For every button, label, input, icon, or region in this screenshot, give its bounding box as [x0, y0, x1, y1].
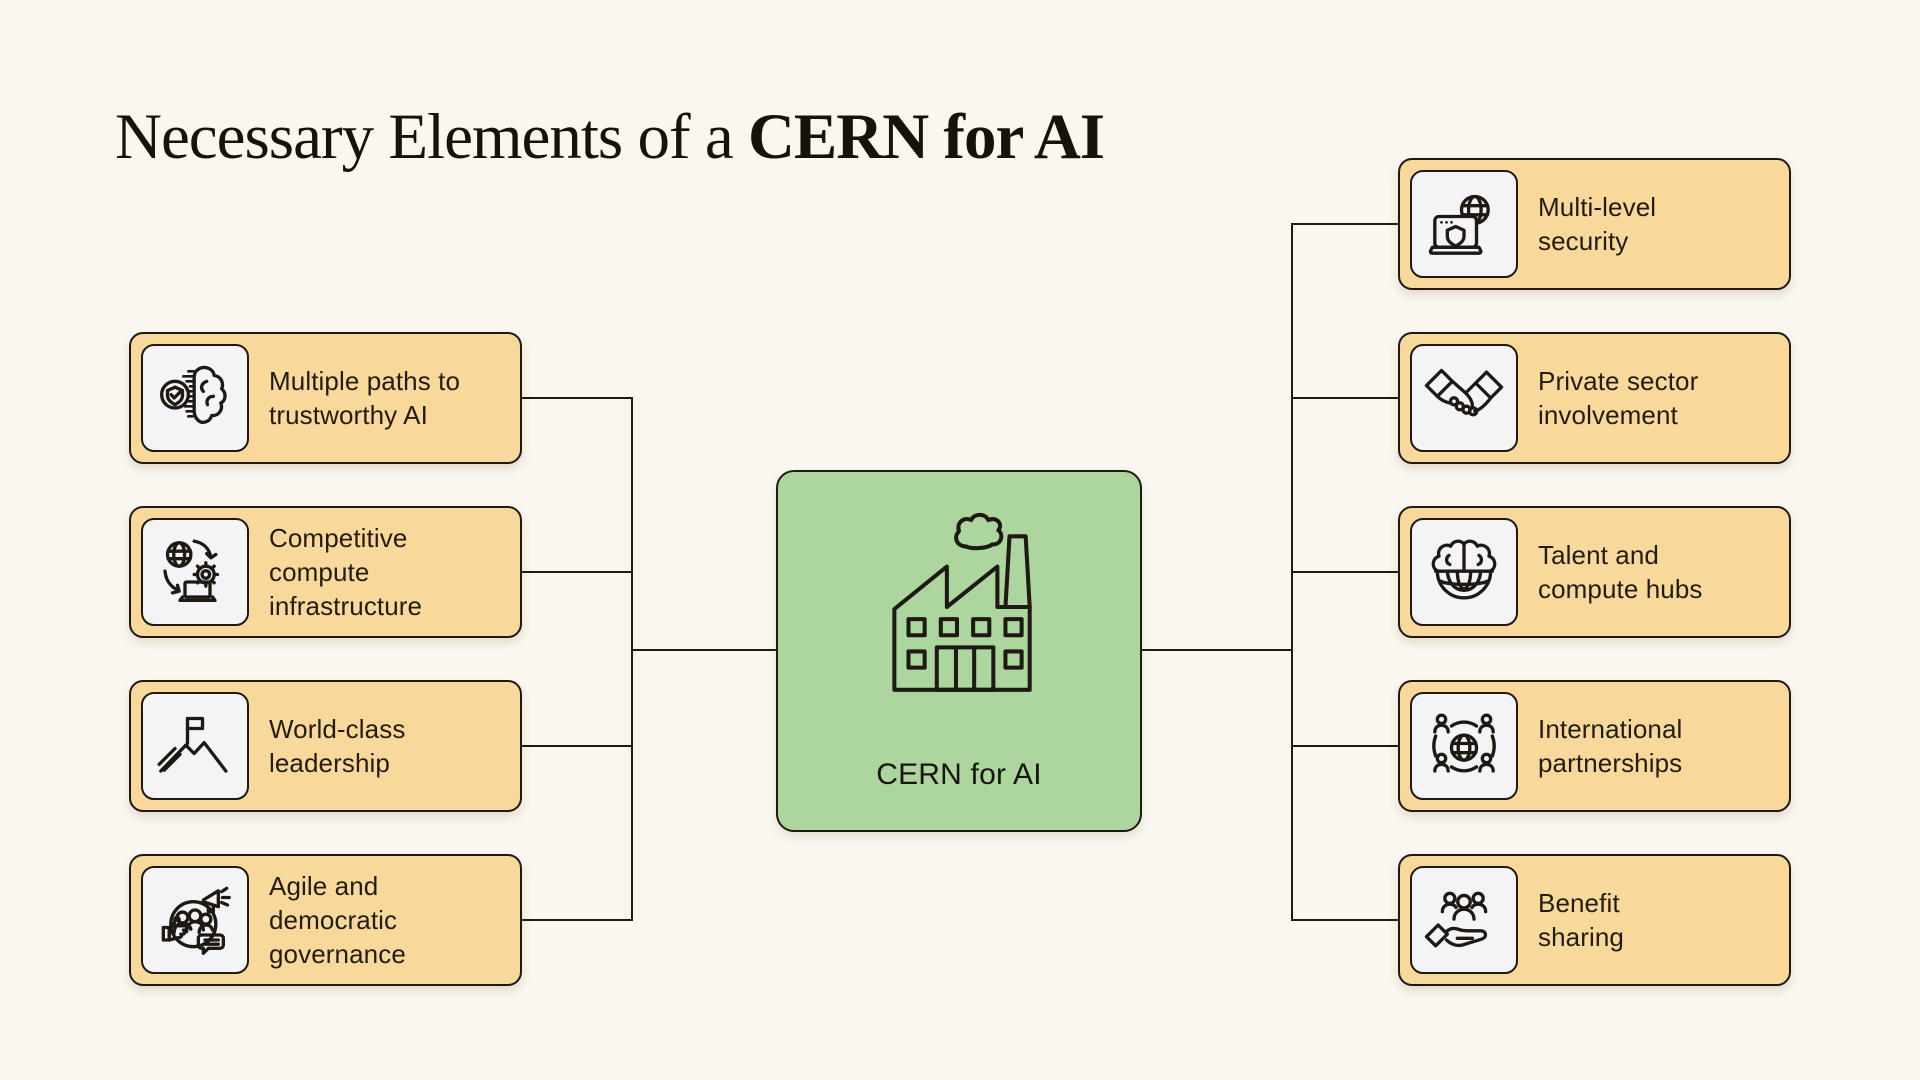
element-label: Competitive compute infrastructure: [269, 523, 423, 621]
connector-line: [1291, 223, 1293, 921]
element-card: Multi-level security: [1398, 158, 1791, 290]
element-card: Private sector involvement: [1398, 332, 1791, 464]
element-card: Multiple paths to trustworthy AI: [129, 332, 522, 464]
element-label: Private sector involvement: [1538, 366, 1699, 430]
connector-line: [521, 745, 633, 747]
element-card: Talent and compute hubs: [1398, 506, 1791, 638]
title-regular: Necessary Elements of a: [115, 101, 734, 173]
element-label: Benefit sharing: [1538, 888, 1624, 952]
element-label: World-class leadership: [269, 714, 406, 778]
globe-gear-laptop-icon: [155, 532, 235, 612]
brain-globe-icon: [1424, 532, 1504, 612]
connector-line: [1291, 745, 1398, 747]
element-icon-tile: [1410, 344, 1518, 452]
connector-line: [1291, 397, 1398, 399]
title-emphasis: CERN for AI: [747, 101, 1105, 173]
element-card: Agile and democratic governance: [129, 854, 522, 986]
element-label: International partnerships: [1538, 714, 1683, 778]
center-node-label: CERN for AI: [876, 758, 1042, 791]
element-icon-tile: [1410, 692, 1518, 800]
connector-line: [521, 397, 633, 399]
element-label: Multi-level security: [1538, 192, 1657, 256]
laptop-shield-globe-icon: [1424, 184, 1504, 264]
center-node-cern-for-ai: CERN for AI: [776, 470, 1142, 832]
page-title: Necessary Elements of a CERN for AI: [115, 100, 1105, 175]
connector-line: [1291, 571, 1398, 573]
element-label: Talent and compute hubs: [1538, 540, 1703, 604]
mountain-flag-icon: [155, 706, 235, 786]
connector-line: [1141, 649, 1293, 651]
globe-people-icon: [1424, 706, 1504, 786]
element-label: Multiple paths to trustworthy AI: [269, 366, 461, 430]
element-icon-tile: [1410, 518, 1518, 626]
element-card: Benefit sharing: [1398, 854, 1791, 986]
factory-icon: [858, 506, 1060, 708]
connector-line: [631, 649, 776, 651]
element-card: International partnerships: [1398, 680, 1791, 812]
people-megaphone-icon: [155, 880, 235, 960]
element-label: Agile and democratic governance: [269, 871, 406, 969]
hand-people-icon: [1424, 880, 1504, 960]
element-icon-tile: [141, 692, 249, 800]
element-icon-tile: [1410, 866, 1518, 974]
element-icon-tile: [1410, 170, 1518, 278]
element-icon-tile: [141, 344, 249, 452]
element-card: Competitive compute infrastructure: [129, 506, 522, 638]
shield-brain-icon: [155, 358, 235, 438]
connector-line: [521, 571, 633, 573]
element-icon-tile: [141, 866, 249, 974]
connector-line: [631, 397, 633, 921]
connector-line: [1291, 223, 1398, 225]
connector-line: [521, 919, 633, 921]
connector-line: [1291, 919, 1398, 921]
handshake-icon: [1424, 358, 1504, 438]
element-icon-tile: [141, 518, 249, 626]
element-card: World-class leadership: [129, 680, 522, 812]
